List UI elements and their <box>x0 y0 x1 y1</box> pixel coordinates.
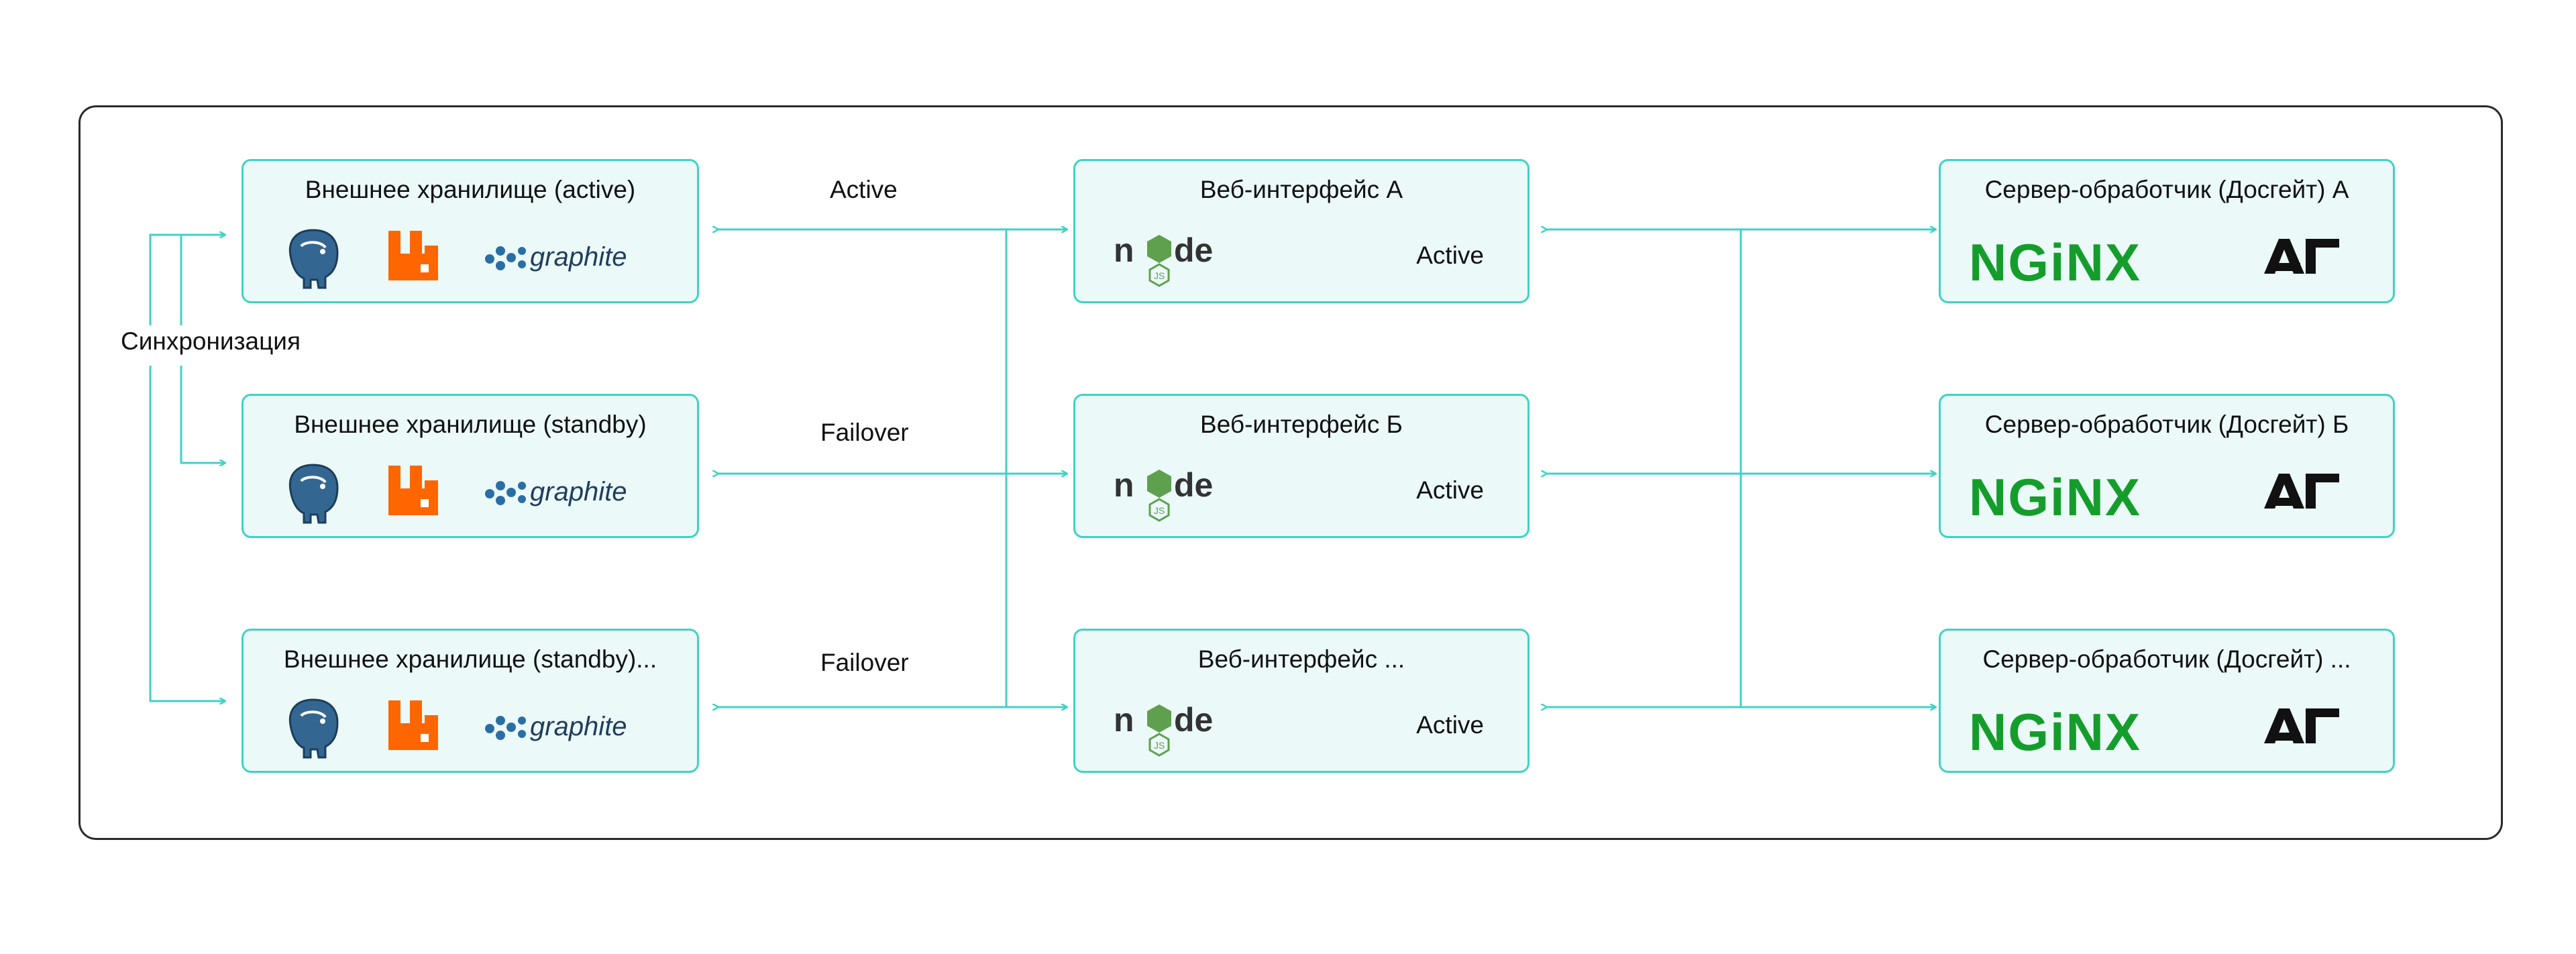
rabbitmq-icon <box>388 466 438 515</box>
rabbitmq-icon <box>388 231 438 280</box>
svg-text:n: n <box>1114 701 1134 739</box>
postgresql-icon <box>288 698 339 759</box>
storage-node-standby[interactable]: Внешнее хранилище (standby) graphite <box>241 394 699 538</box>
edge-label-active: Active <box>830 176 898 203</box>
nodejs-icon: n de JS <box>1114 701 1213 757</box>
postgresql-icon <box>288 229 339 289</box>
nginx-icon: NGiNX <box>1969 468 2142 527</box>
sync-line-top <box>149 235 225 325</box>
graphite-icon: graphite <box>485 477 627 507</box>
web-status: Active <box>1416 476 1484 504</box>
nodejs-icon: n de JS <box>1114 231 1213 287</box>
web-status: Active <box>1416 242 1484 269</box>
dosgate-icon <box>2264 239 2339 274</box>
svg-text:JS: JS <box>1154 505 1165 516</box>
sync-line-bottom <box>149 366 225 701</box>
dosgate-icon <box>2264 474 2339 509</box>
web-title: Веб-интерфейс ... <box>1197 645 1405 673</box>
server-node-a[interactable]: Сервер-обработчик (Досгейт) А NGiNX <box>1939 159 2395 303</box>
svg-text:JS: JS <box>1154 270 1165 281</box>
svg-text:JS: JS <box>1154 740 1165 751</box>
web-node-b[interactable]: Веб-интерфейс Б n de JS Active <box>1073 394 1529 538</box>
edge-label-failover: Failover <box>820 419 909 446</box>
graphite-text: graphite <box>530 242 627 272</box>
svg-text:de: de <box>1174 466 1213 504</box>
storage-node-standby-more[interactable]: Внешнее хранилище (standby)... graphite <box>241 629 699 773</box>
graphite-text: graphite <box>530 477 627 507</box>
server-title: Сервер-обработчик (Досгейт) А <box>1984 176 2349 203</box>
nginx-icon: NGiNX <box>1969 702 2142 761</box>
server-title: Сервер-обработчик (Досгейт) Б <box>1984 411 2349 438</box>
storage-title: Внешнее хранилище (standby)... <box>283 645 657 673</box>
nginx-icon: NGiNX <box>1969 233 2142 292</box>
web-title: Веб-интерфейс Б <box>1200 411 1403 438</box>
server-node-more[interactable]: Сервер-обработчик (Досгейт) ... NGiNX <box>1939 629 2395 773</box>
server-node-b[interactable]: Сервер-обработчик (Досгейт) Б NGiNX <box>1939 394 2395 538</box>
edge-label-failover: Failover <box>820 649 909 676</box>
web-node-a[interactable]: Веб-интерфейс А n de JS Active <box>1073 159 1529 303</box>
storage-node-active[interactable]: Внешнее хранилище (active) graphite <box>241 159 699 303</box>
nodejs-icon: n de JS <box>1114 466 1213 522</box>
web-status: Active <box>1416 711 1484 739</box>
graphite-text: graphite <box>530 712 627 741</box>
svg-text:n: n <box>1114 466 1134 504</box>
system-frame <box>78 105 2503 840</box>
rabbitmq-icon <box>388 700 438 750</box>
sync-line-mid <box>180 366 225 463</box>
svg-text:de: de <box>1174 701 1213 739</box>
server-title: Сервер-обработчик (Досгейт) ... <box>1982 645 2351 673</box>
graphite-icon: graphite <box>485 242 627 272</box>
svg-text:de: de <box>1174 231 1213 269</box>
web-title: Веб-интерфейс А <box>1199 176 1403 203</box>
web-node-more[interactable]: Веб-интерфейс ... n de JS Active <box>1073 629 1529 773</box>
sync-label: Синхронизация <box>121 327 301 355</box>
storage-title: Внешнее хранилище (standby) <box>294 411 647 438</box>
dosgate-icon <box>2264 708 2339 743</box>
svg-text:n: n <box>1114 231 1134 269</box>
storage-title: Внешнее хранилище (active) <box>305 176 636 203</box>
postgresql-icon <box>288 464 339 524</box>
graphite-icon: graphite <box>485 712 627 741</box>
